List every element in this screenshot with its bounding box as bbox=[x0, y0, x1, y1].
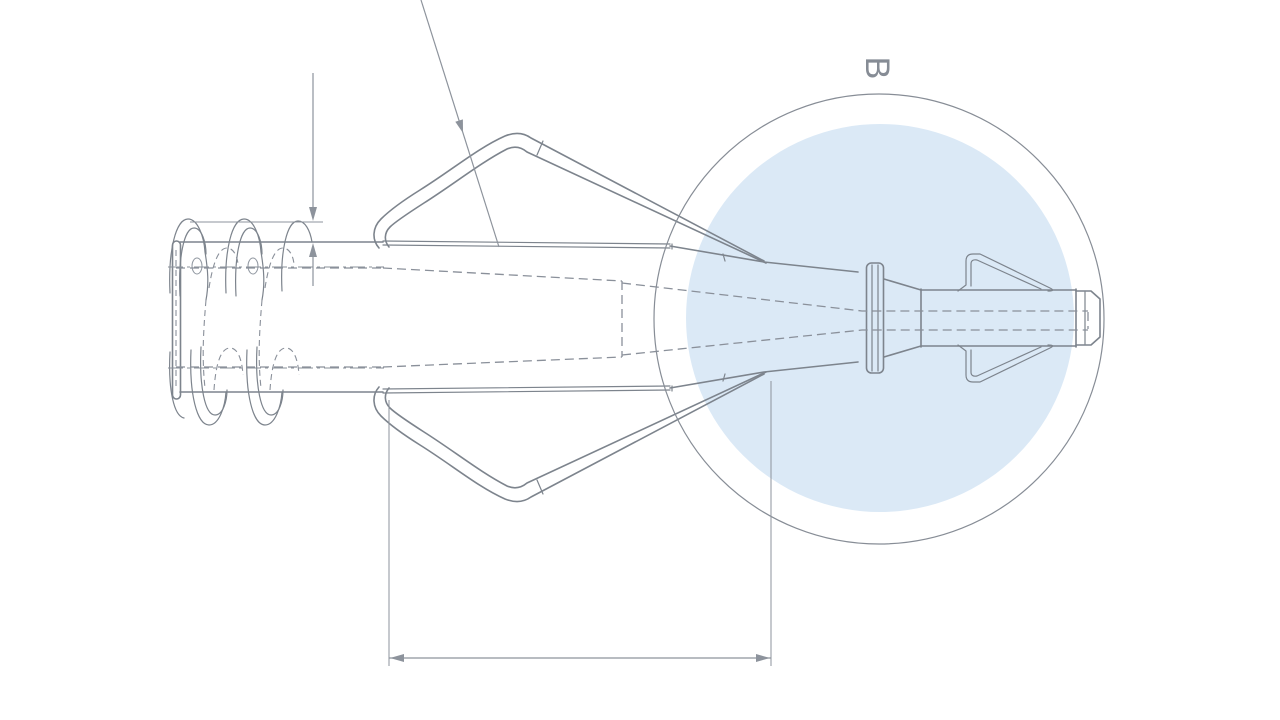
top-wing-joint-tick bbox=[536, 140, 544, 156]
bore-bottom-taper bbox=[382, 356, 623, 368]
tail-fin-bottom bbox=[957, 344, 1054, 383]
horizontal-dimension-arrow-left bbox=[390, 654, 404, 662]
helix-thread bbox=[168, 218, 384, 426]
tail-fin-top bbox=[957, 253, 1054, 292]
strip-bottom-inner bbox=[382, 385, 671, 390]
leader-arrowhead bbox=[455, 119, 463, 133]
vertical-dimension bbox=[190, 73, 323, 286]
helix-hidden-flank-2 bbox=[258, 299, 263, 389]
helix-top-coil-3-partial bbox=[281, 220, 313, 292]
helix-top-coil-1-flank bbox=[204, 251, 209, 301]
bottom-fin-inner bbox=[970, 346, 1042, 377]
top-wing-outer-edge bbox=[373, 132, 765, 262]
top-fin-inner bbox=[970, 259, 1042, 290]
top-wing-tip-tick bbox=[722, 253, 726, 262]
horizontal-dimension-arrow-right bbox=[756, 654, 770, 662]
bottom-wing-tip-tick bbox=[722, 373, 726, 382]
top-spring-wing bbox=[373, 132, 767, 264]
helix-top-coil-1-outer bbox=[169, 218, 206, 294]
bottom-fin-outer bbox=[957, 344, 1054, 383]
hidden-bore-lines bbox=[176, 267, 1089, 368]
helix-bottom-coil-1-outer bbox=[190, 349, 227, 426]
helix-hidden-arc-bottom-1 bbox=[213, 347, 244, 391]
helix-section-ellipse-1 bbox=[191, 257, 203, 275]
bore-bottom-neck bbox=[621, 329, 1088, 356]
end-cap-outline bbox=[1075, 290, 1101, 346]
anchor-body-outline bbox=[171, 240, 859, 400]
helix-top-coil-2-outer bbox=[225, 218, 262, 294]
tail-taper-top bbox=[883, 278, 922, 291]
top-wing-inner-edge bbox=[384, 146, 767, 264]
strip-top-outer bbox=[382, 240, 671, 245]
helix-top-coil-2-flank bbox=[260, 251, 265, 301]
horizontal-dimension bbox=[388, 381, 772, 666]
top-fin-outer bbox=[957, 253, 1054, 292]
helix-bottom-coil-2-outer bbox=[246, 349, 283, 426]
detail-circle-b bbox=[653, 93, 1105, 545]
tail-shaft bbox=[883, 278, 1077, 358]
helix-bottom-coil-2-inner bbox=[256, 346, 284, 416]
flange-outline bbox=[865, 262, 885, 374]
helix-section-ellipse-2 bbox=[247, 257, 259, 275]
bottom-wing-outer-edge bbox=[373, 373, 765, 503]
bottom-spring-wing bbox=[373, 371, 767, 503]
helix-hidden-flank-1 bbox=[202, 299, 207, 389]
bore-top-neck bbox=[621, 282, 1088, 312]
end-cap bbox=[1075, 288, 1101, 348]
helix-top-coil-2-inner bbox=[235, 227, 263, 297]
helix-bottom-coil-0-partial bbox=[169, 351, 185, 419]
bottom-wing-inner-edge bbox=[384, 371, 767, 489]
detail-highlight-fill bbox=[686, 124, 1074, 512]
helix-bottom-coil-1-inner bbox=[200, 346, 228, 416]
strip-bottom-outer bbox=[382, 389, 671, 394]
body-left-face bbox=[171, 240, 182, 400]
leader-callout bbox=[420, 0, 500, 248]
vertical-dimension-arrow-up bbox=[309, 243, 317, 257]
flange-collar bbox=[865, 262, 885, 374]
vertical-dimension-arrow-down bbox=[309, 207, 317, 221]
strip-top-inner bbox=[382, 244, 671, 249]
tail-taper-bottom bbox=[883, 345, 922, 358]
taper-bottom-edge bbox=[669, 361, 859, 389]
helix-hidden-arc-bottom-2 bbox=[269, 347, 300, 391]
detail-label-b: B bbox=[858, 57, 896, 80]
bottom-wing-joint-tick bbox=[536, 479, 544, 495]
bore-top-taper bbox=[382, 267, 623, 282]
